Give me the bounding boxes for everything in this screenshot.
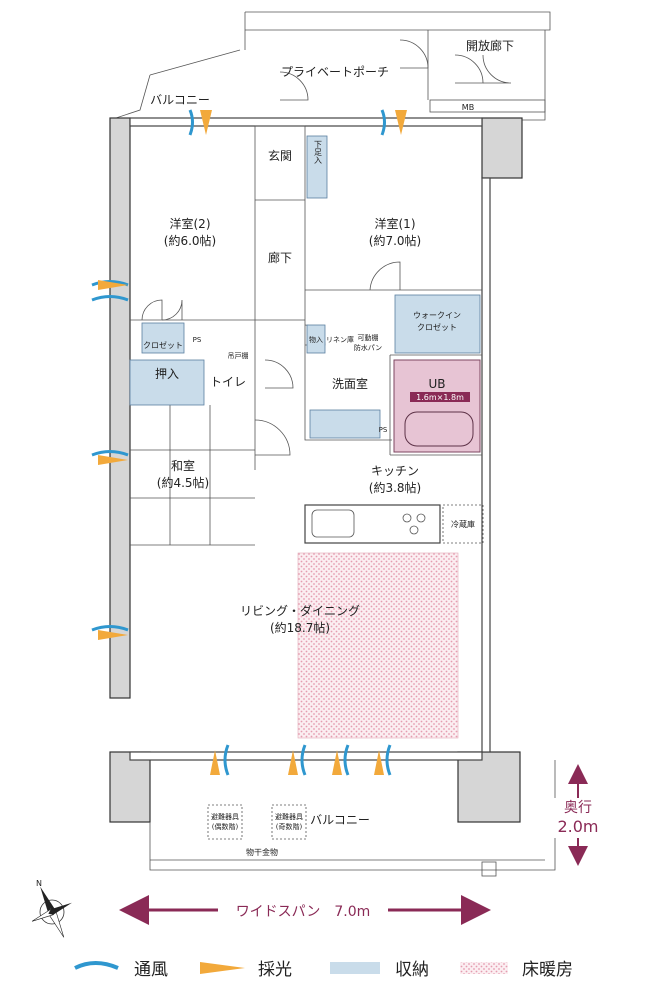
- label-walkin-2: クロゼット: [417, 322, 457, 332]
- label-living-name: リビング・ダイニング: [240, 603, 360, 618]
- depth-value: 2.0m: [557, 817, 598, 836]
- legend-daylight-icon: [200, 962, 245, 974]
- kitchen-counter: [304, 504, 484, 544]
- label-western1-size: (約7.0帖): [369, 233, 421, 248]
- span-dimension: ワイドスパン 7.0m: [119, 895, 491, 925]
- room-labels: プライベートポーチ 開放廊下 MB バルコニー 玄関 下足入 洋室(2) (約6…: [143, 38, 514, 857]
- label-kitchen-size: (約3.8帖): [369, 480, 421, 495]
- label-western2-name: 洋室(2): [170, 216, 211, 231]
- label-fridge: 冷蔵庫: [451, 519, 475, 529]
- label-evac2-2: (奇数階): [276, 822, 303, 831]
- label-shelf: 吊戸棚: [228, 351, 249, 360]
- legend-ventilation-icon: [74, 961, 119, 970]
- label-western2-size: (約6.0帖): [164, 233, 216, 248]
- label-kitchen-name: キッチン: [371, 464, 419, 478]
- legend-floor-heating: 床暖房: [522, 960, 573, 980]
- legend: 通風 採光 収納 床暖房: [74, 960, 573, 980]
- label-mb: MB: [462, 103, 474, 112]
- label-pan-2: 防水パン: [354, 343, 382, 352]
- unit-bath: [393, 359, 481, 453]
- label-open-corridor: 開放廊下: [466, 38, 514, 53]
- compass-icon: N: [31, 879, 72, 938]
- label-ps1: PS: [193, 336, 202, 344]
- label-balcony-bottom: バルコニー: [310, 813, 370, 827]
- label-closet: クロゼット: [143, 340, 183, 350]
- label-walkin-1: ウォークイン: [413, 311, 461, 320]
- floor-heating-area: [297, 552, 459, 739]
- label-ub-size: 1.6m×1.8m: [416, 393, 464, 402]
- legend-ventilation: 通風: [134, 960, 168, 980]
- storage-areas: [129, 135, 481, 439]
- label-toilet: トイレ: [210, 375, 246, 389]
- label-drying: 物干金物: [246, 847, 278, 857]
- label-washitsu-name: 和室: [171, 458, 195, 473]
- label-ub: UB: [428, 377, 445, 391]
- walls: [109, 39, 523, 823]
- span-label: ワイドスパン 7.0m: [236, 904, 371, 920]
- daylight-marks: [98, 110, 407, 775]
- legend-storage: 収納: [395, 960, 429, 980]
- legend-daylight: 採光: [258, 960, 292, 980]
- label-corridor: 廊下: [268, 250, 292, 265]
- ventilation-marks: [91, 109, 392, 776]
- label-evac1-2: (偶数階): [212, 822, 239, 831]
- depth-dimension: 奥行 2.0m: [552, 764, 604, 866]
- label-shoe-box: 下足入: [314, 140, 323, 164]
- label-evac2-1: 避難器具: [275, 812, 303, 821]
- label-washitsu-size: (約4.5帖): [157, 475, 209, 490]
- label-ps2: PS: [379, 426, 388, 434]
- label-living-size: (約18.7帖): [270, 620, 330, 635]
- legend-floor-heating-icon: [460, 962, 508, 974]
- label-storage-small: 物入: [309, 335, 323, 344]
- label-oshiire: 押入: [155, 367, 179, 381]
- label-washroom: 洗面室: [332, 376, 368, 391]
- label-balcony-top: バルコニー: [150, 93, 210, 107]
- compass-north-label: N: [36, 879, 42, 888]
- label-private-porch: プライベートポーチ: [281, 65, 389, 79]
- label-linen: リネン庫: [326, 335, 354, 344]
- label-evac1-1: 避難器具: [211, 812, 239, 821]
- depth-label: 奥行: [564, 799, 592, 816]
- label-entrance: 玄関: [268, 148, 292, 163]
- label-pan-1: 可動棚: [358, 333, 379, 342]
- label-western1-name: 洋室(1): [375, 216, 416, 231]
- legend-storage-icon: [330, 962, 380, 974]
